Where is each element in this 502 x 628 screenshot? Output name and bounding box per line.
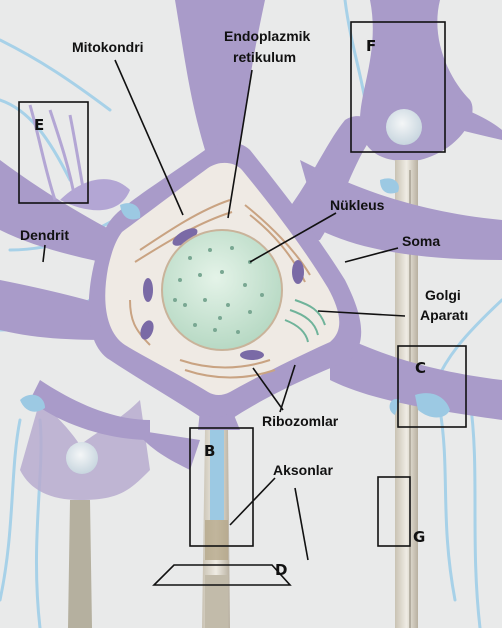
label-aksonlar: Aksonlar <box>273 462 333 478</box>
label-golgi: Golgi <box>425 287 461 303</box>
box-e-letter: E <box>34 116 44 134</box>
box-d-letter: D <box>275 561 287 579</box>
label-dendrit: Dendrit <box>20 227 69 243</box>
label-mitokondri: Mitokondri <box>72 39 144 55</box>
label-endoplazmik: Endoplazmik <box>224 28 311 44</box>
box-b-letter: B <box>204 442 215 460</box>
box-g-letter: G <box>413 528 425 546</box>
label-nukleus: Nükleus <box>330 197 385 213</box>
label-soma: Soma <box>402 233 440 249</box>
label-retikulum: retikulum <box>233 49 296 65</box>
label-aparati: Aparatı <box>420 307 468 323</box>
box-c-letter: C <box>415 359 426 377</box>
box-f-letter: F <box>366 37 376 55</box>
label-ribozomlar: Ribozomlar <box>262 413 339 429</box>
